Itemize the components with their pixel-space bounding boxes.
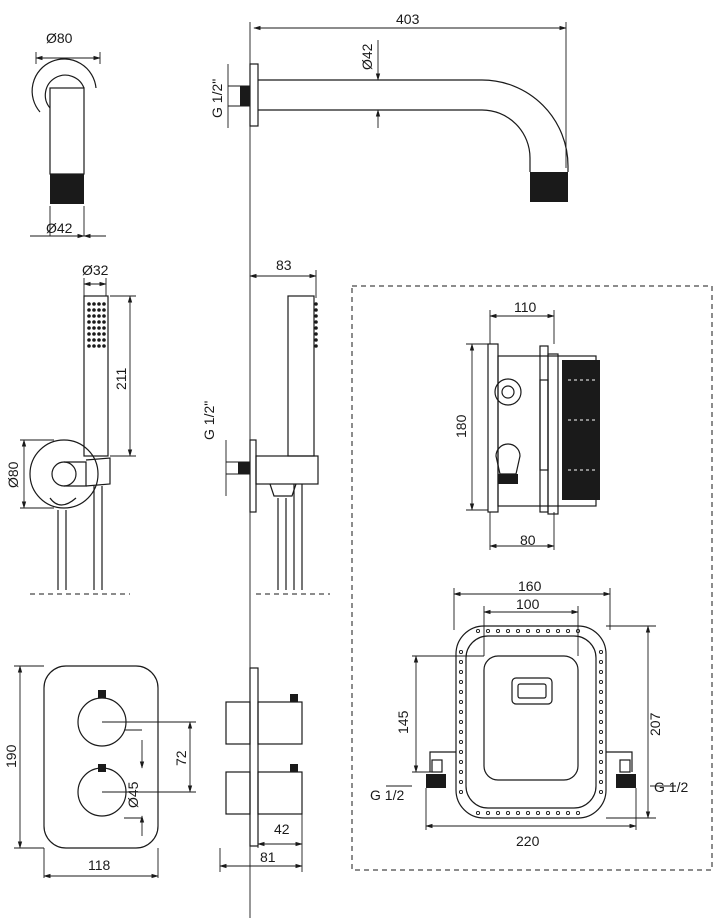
box-height-outer-label: 207	[647, 712, 663, 736]
plate-width-label: 118	[88, 857, 111, 873]
spout-front-view: 403 G 1/2" Ø42	[209, 11, 569, 202]
plate-height-label: 190	[3, 744, 19, 768]
holder-thread-label: G 1/2"	[201, 401, 217, 440]
spout-side-pipe-dia-label: Ø42	[46, 220, 73, 236]
spout-side-view: Ø80 Ø42	[30, 30, 106, 239]
box-depth-bottom-label: 80	[520, 532, 536, 548]
knob-dia-label: Ø45	[125, 781, 141, 808]
thermostat-plate-front-view: 190 72 Ø45 118	[3, 665, 196, 879]
holder-projection-label: 83	[276, 257, 292, 273]
hand-shower-dia-label: Ø32	[82, 262, 109, 278]
box-side-view: 110 180 80	[453, 299, 600, 550]
box-width-outer-label: 160	[518, 578, 542, 594]
box-width-total-label: 220	[516, 833, 540, 849]
box-inlet-left-label: G 1/2	[370, 787, 404, 803]
shower-nozzles	[87, 302, 106, 348]
hand-shower-length-label: 211	[113, 367, 129, 390]
box-inlet-right-label: G 1/2	[654, 779, 688, 795]
holder-rosette-dia-label: Ø80	[5, 461, 21, 488]
spout-rosette-dia-label: Ø80	[46, 30, 73, 46]
box-front-view: 160 100 145 207 G 1/2 G 1/2 220	[370, 578, 688, 849]
knob-projection-label: 42	[274, 821, 290, 837]
box-width-inner-label: 100	[516, 596, 540, 612]
box-height-label: 180	[453, 414, 469, 438]
box-depth-top-label: 110	[514, 299, 537, 315]
box-height-inner-label: 145	[395, 710, 411, 734]
thermostat-side-view: 42 81	[219, 667, 303, 872]
spout-thread-label: G 1/2"	[209, 79, 225, 118]
knob-spacing-label: 72	[173, 750, 189, 766]
spout-length-label: 403	[396, 11, 420, 27]
plate-projection-label: 81	[260, 849, 276, 865]
hand-shower-side-view: Ø32 211 Ø80	[5, 262, 136, 595]
spout-pipe-dia-label: Ø42	[359, 43, 375, 70]
hand-shower-front-view: 83 G 1/2"	[201, 257, 330, 595]
concealed-box-frame	[351, 285, 713, 871]
